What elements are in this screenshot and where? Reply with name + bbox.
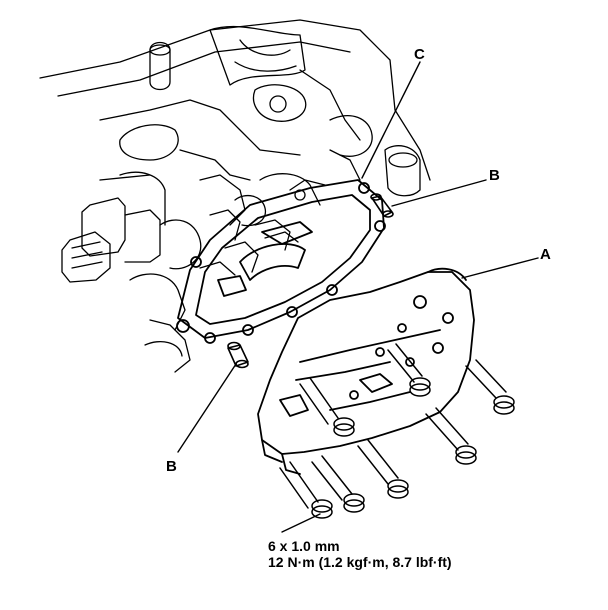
bolt-3 bbox=[425, 407, 477, 465]
leader-spec bbox=[281, 513, 321, 533]
torque-text: 12 N·m (1.2 kgf·m, 8.7 lbf·ft) bbox=[268, 554, 452, 570]
gasket-c bbox=[176, 179, 386, 344]
dowel-pin-top bbox=[370, 193, 394, 218]
leader-a bbox=[461, 257, 539, 279]
callout-b-bottom: B bbox=[166, 458, 177, 475]
bolt-7 bbox=[279, 461, 333, 519]
dowel-pin-bottom bbox=[227, 341, 249, 369]
transmission-housing bbox=[39, 19, 431, 373]
bolts bbox=[279, 343, 515, 519]
bolt-size-text: 6 x 1.0 mm bbox=[268, 538, 340, 554]
callout-c: C bbox=[414, 46, 425, 63]
bolt-4 bbox=[299, 377, 355, 437]
leader-b-top bbox=[391, 179, 487, 207]
bolt-2 bbox=[465, 359, 515, 415]
bolt-5 bbox=[357, 439, 409, 499]
leader-b-bottom bbox=[177, 363, 237, 453]
leader-lines bbox=[177, 61, 539, 533]
bolt-6 bbox=[311, 455, 365, 513]
leader-c bbox=[361, 61, 421, 179]
callout-b-top: B bbox=[489, 167, 500, 184]
callout-a: A bbox=[540, 246, 551, 263]
bolt-1 bbox=[387, 343, 431, 397]
bolt-spec: 6 x 1.0 mm 12 N·m (1.2 kgf·m, 8.7 lbf·ft… bbox=[268, 538, 452, 570]
